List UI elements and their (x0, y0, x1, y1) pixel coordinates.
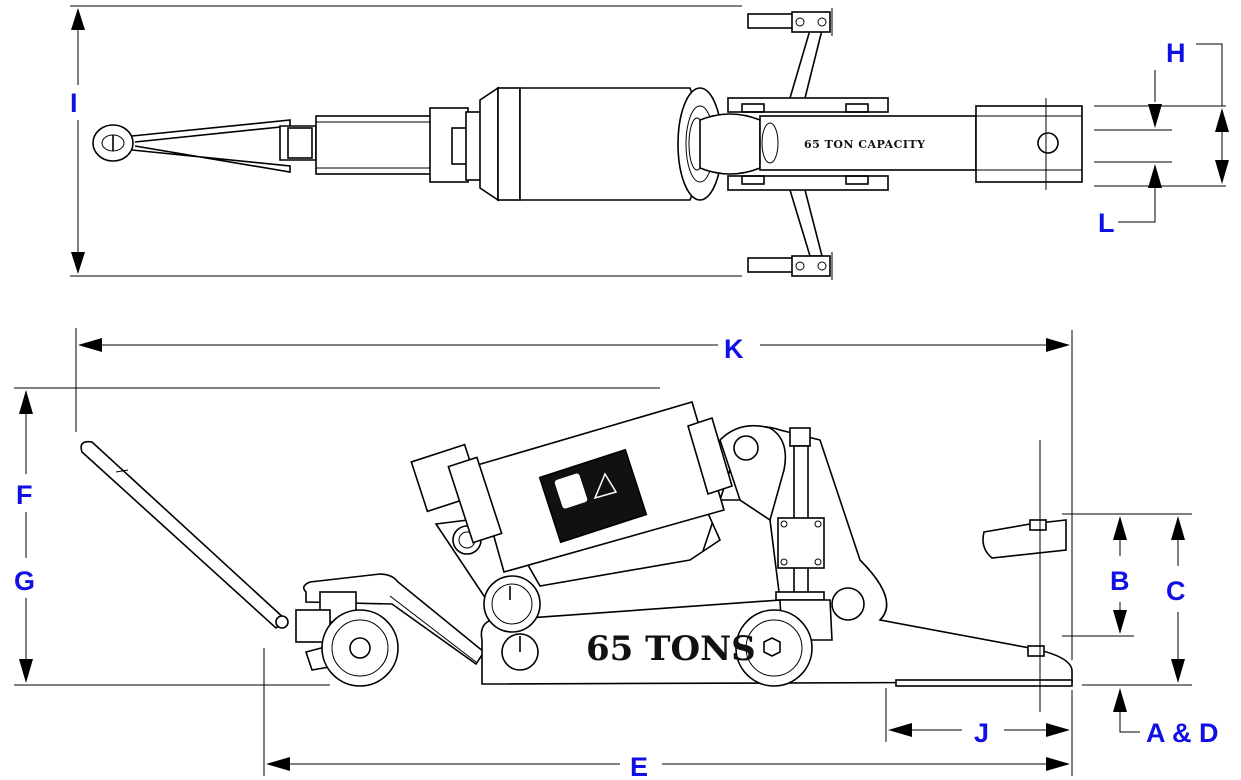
label-g: G (14, 566, 35, 596)
dimension-i (71, 8, 85, 274)
label-a-d: A & D (1146, 718, 1219, 748)
label-b: B (1110, 566, 1130, 596)
label-l: L (1098, 208, 1115, 238)
dimension-h-l (1094, 43, 1229, 223)
label-h: H (1166, 38, 1186, 68)
dimension-e (263, 648, 1073, 776)
label-c: C (1166, 576, 1186, 606)
fork-assembly (699, 8, 889, 280)
middle-wheel (483, 575, 541, 671)
ram-cylinder-side (410, 401, 733, 573)
dimension-f-g (14, 387, 660, 686)
beam-capacity-text: 65 TON CAPACITY (804, 138, 926, 151)
pump-cylinder (315, 107, 483, 183)
rear-wheel (295, 591, 399, 687)
dimension-labels: I H L K F G B C J A & D E (14, 38, 1219, 780)
dimension-j (885, 688, 1070, 742)
label-k: K (724, 334, 744, 364)
lift-beam: 65 TON CAPACITY (759, 98, 1083, 190)
jack-handle (80, 440, 289, 630)
dimension-k (75, 328, 1073, 660)
label-i: I (70, 88, 78, 118)
label-j: J (974, 718, 989, 748)
ram-body (479, 86, 723, 202)
label-f: F (16, 480, 33, 510)
top-view: 65 TON CAPACITY (70, 5, 1229, 280)
dimension-b-c-ad (1062, 513, 1192, 733)
label-e: E (630, 752, 648, 780)
front-wheel (735, 609, 813, 687)
handle-arms (131, 119, 317, 173)
handle-eye (92, 124, 134, 162)
body-tonnage-text: 65 TONS (586, 629, 756, 669)
side-view: 65 TONS (14, 328, 1192, 776)
